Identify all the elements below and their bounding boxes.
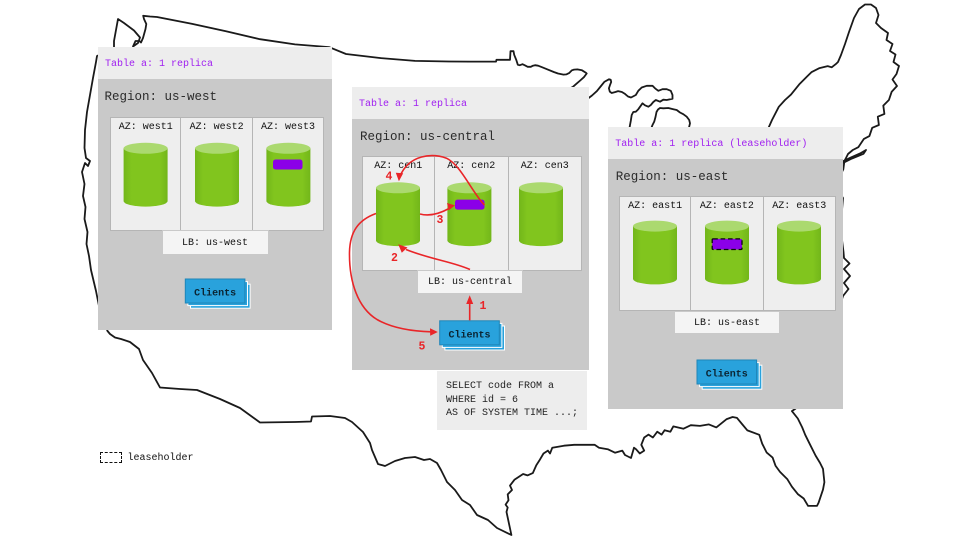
svg-text:3: 3 bbox=[437, 214, 444, 227]
svg-text:2: 2 bbox=[391, 252, 398, 265]
svg-text:5: 5 bbox=[419, 341, 426, 354]
svg-text:4: 4 bbox=[386, 171, 393, 184]
svg-text:1: 1 bbox=[480, 300, 487, 313]
